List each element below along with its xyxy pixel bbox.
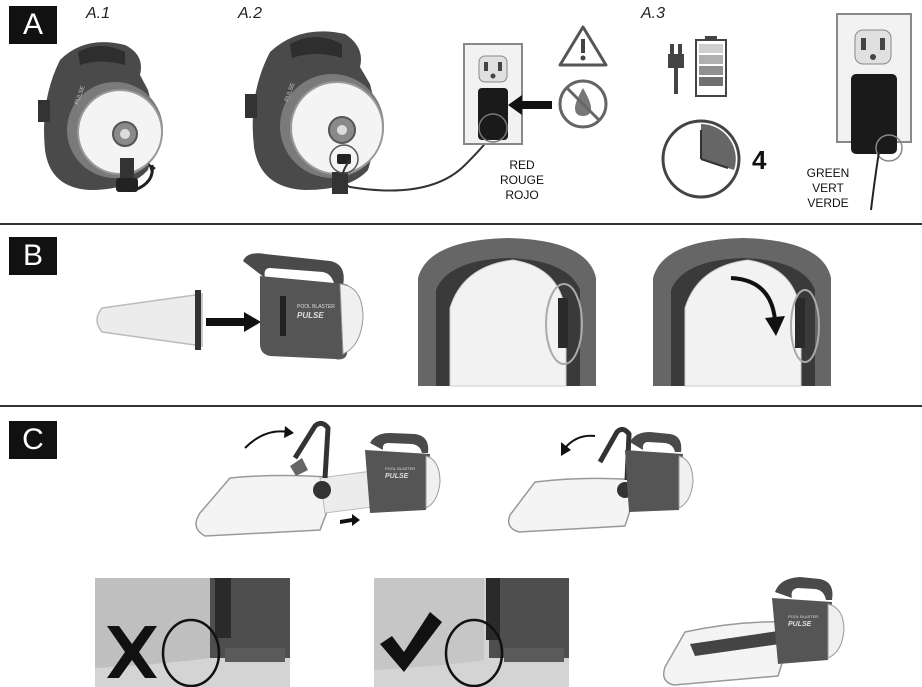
- charge-hours: 4: [752, 145, 767, 175]
- brand-text-b-line1: POOL BLASTER: [297, 304, 335, 310]
- check-mark-icon: [380, 612, 442, 672]
- brand-text-c3-line2: PULSE: [788, 621, 812, 628]
- filter-installed-view-2: [653, 238, 831, 387]
- vacuum-assembly-closed: [507, 426, 694, 533]
- no-water-icon: [558, 79, 608, 129]
- charger-cord: [341, 139, 489, 192]
- step-a3-label: A.3: [641, 5, 666, 22]
- clock-icon: [661, 119, 741, 199]
- green-indicator-en: GREEN: [806, 166, 850, 180]
- brand-text-c1-line1: POOL BLASTER: [385, 466, 415, 471]
- green-indicator-es: VERDE: [807, 196, 849, 210]
- x-mark-icon: [107, 626, 157, 678]
- vacuum-charging-a2: PULSE: [245, 31, 384, 194]
- wall-outlet-a3: [836, 13, 912, 211]
- vacuum-final: POOL BLASTER PULSE: [662, 577, 845, 686]
- divider-a-b: [0, 223, 922, 225]
- filter-installed-view-1: [418, 238, 596, 387]
- vacuum-side-view-a1: PULSE: [38, 42, 163, 192]
- red-indicator-fr: ROUGE: [499, 173, 544, 187]
- section-a-badge: A: [9, 6, 57, 44]
- red-indicator-es: ROJO: [505, 188, 539, 202]
- wall-outlet-a2: [463, 43, 523, 145]
- vacuum-body-b: POOL BLASTER PULSE: [243, 253, 364, 360]
- vacuum-assembly-open: POOL BLASTER PULSE: [195, 420, 441, 537]
- arrow-left-icon: [508, 95, 552, 115]
- incorrect-fit-closeup: [95, 578, 290, 687]
- red-indicator-en: RED: [509, 158, 535, 172]
- brand-text-c1-line2: PULSE: [385, 473, 409, 480]
- green-indicator-fr: VERT: [812, 181, 844, 195]
- arrow-right-icon: [206, 312, 261, 332]
- filter-cone: [96, 290, 203, 350]
- brand-text-c3-line1: POOL BLASTER: [788, 614, 818, 619]
- warning-icon: [558, 25, 608, 67]
- section-b-badge: B: [9, 237, 57, 275]
- brand-text-b-line2: PULSE: [297, 311, 324, 320]
- section-c-badge: C: [9, 421, 57, 459]
- correct-fit-closeup: [374, 578, 569, 687]
- plug-battery-icon: [668, 36, 727, 97]
- step-a1-label: A.1: [86, 5, 111, 22]
- divider-b-c: [0, 405, 922, 407]
- red-indicator-label: RED ROUGE ROJO: [492, 158, 552, 203]
- green-indicator-label: GREEN VERT VERDE: [797, 166, 859, 211]
- step-a2-label: A.2: [238, 5, 263, 22]
